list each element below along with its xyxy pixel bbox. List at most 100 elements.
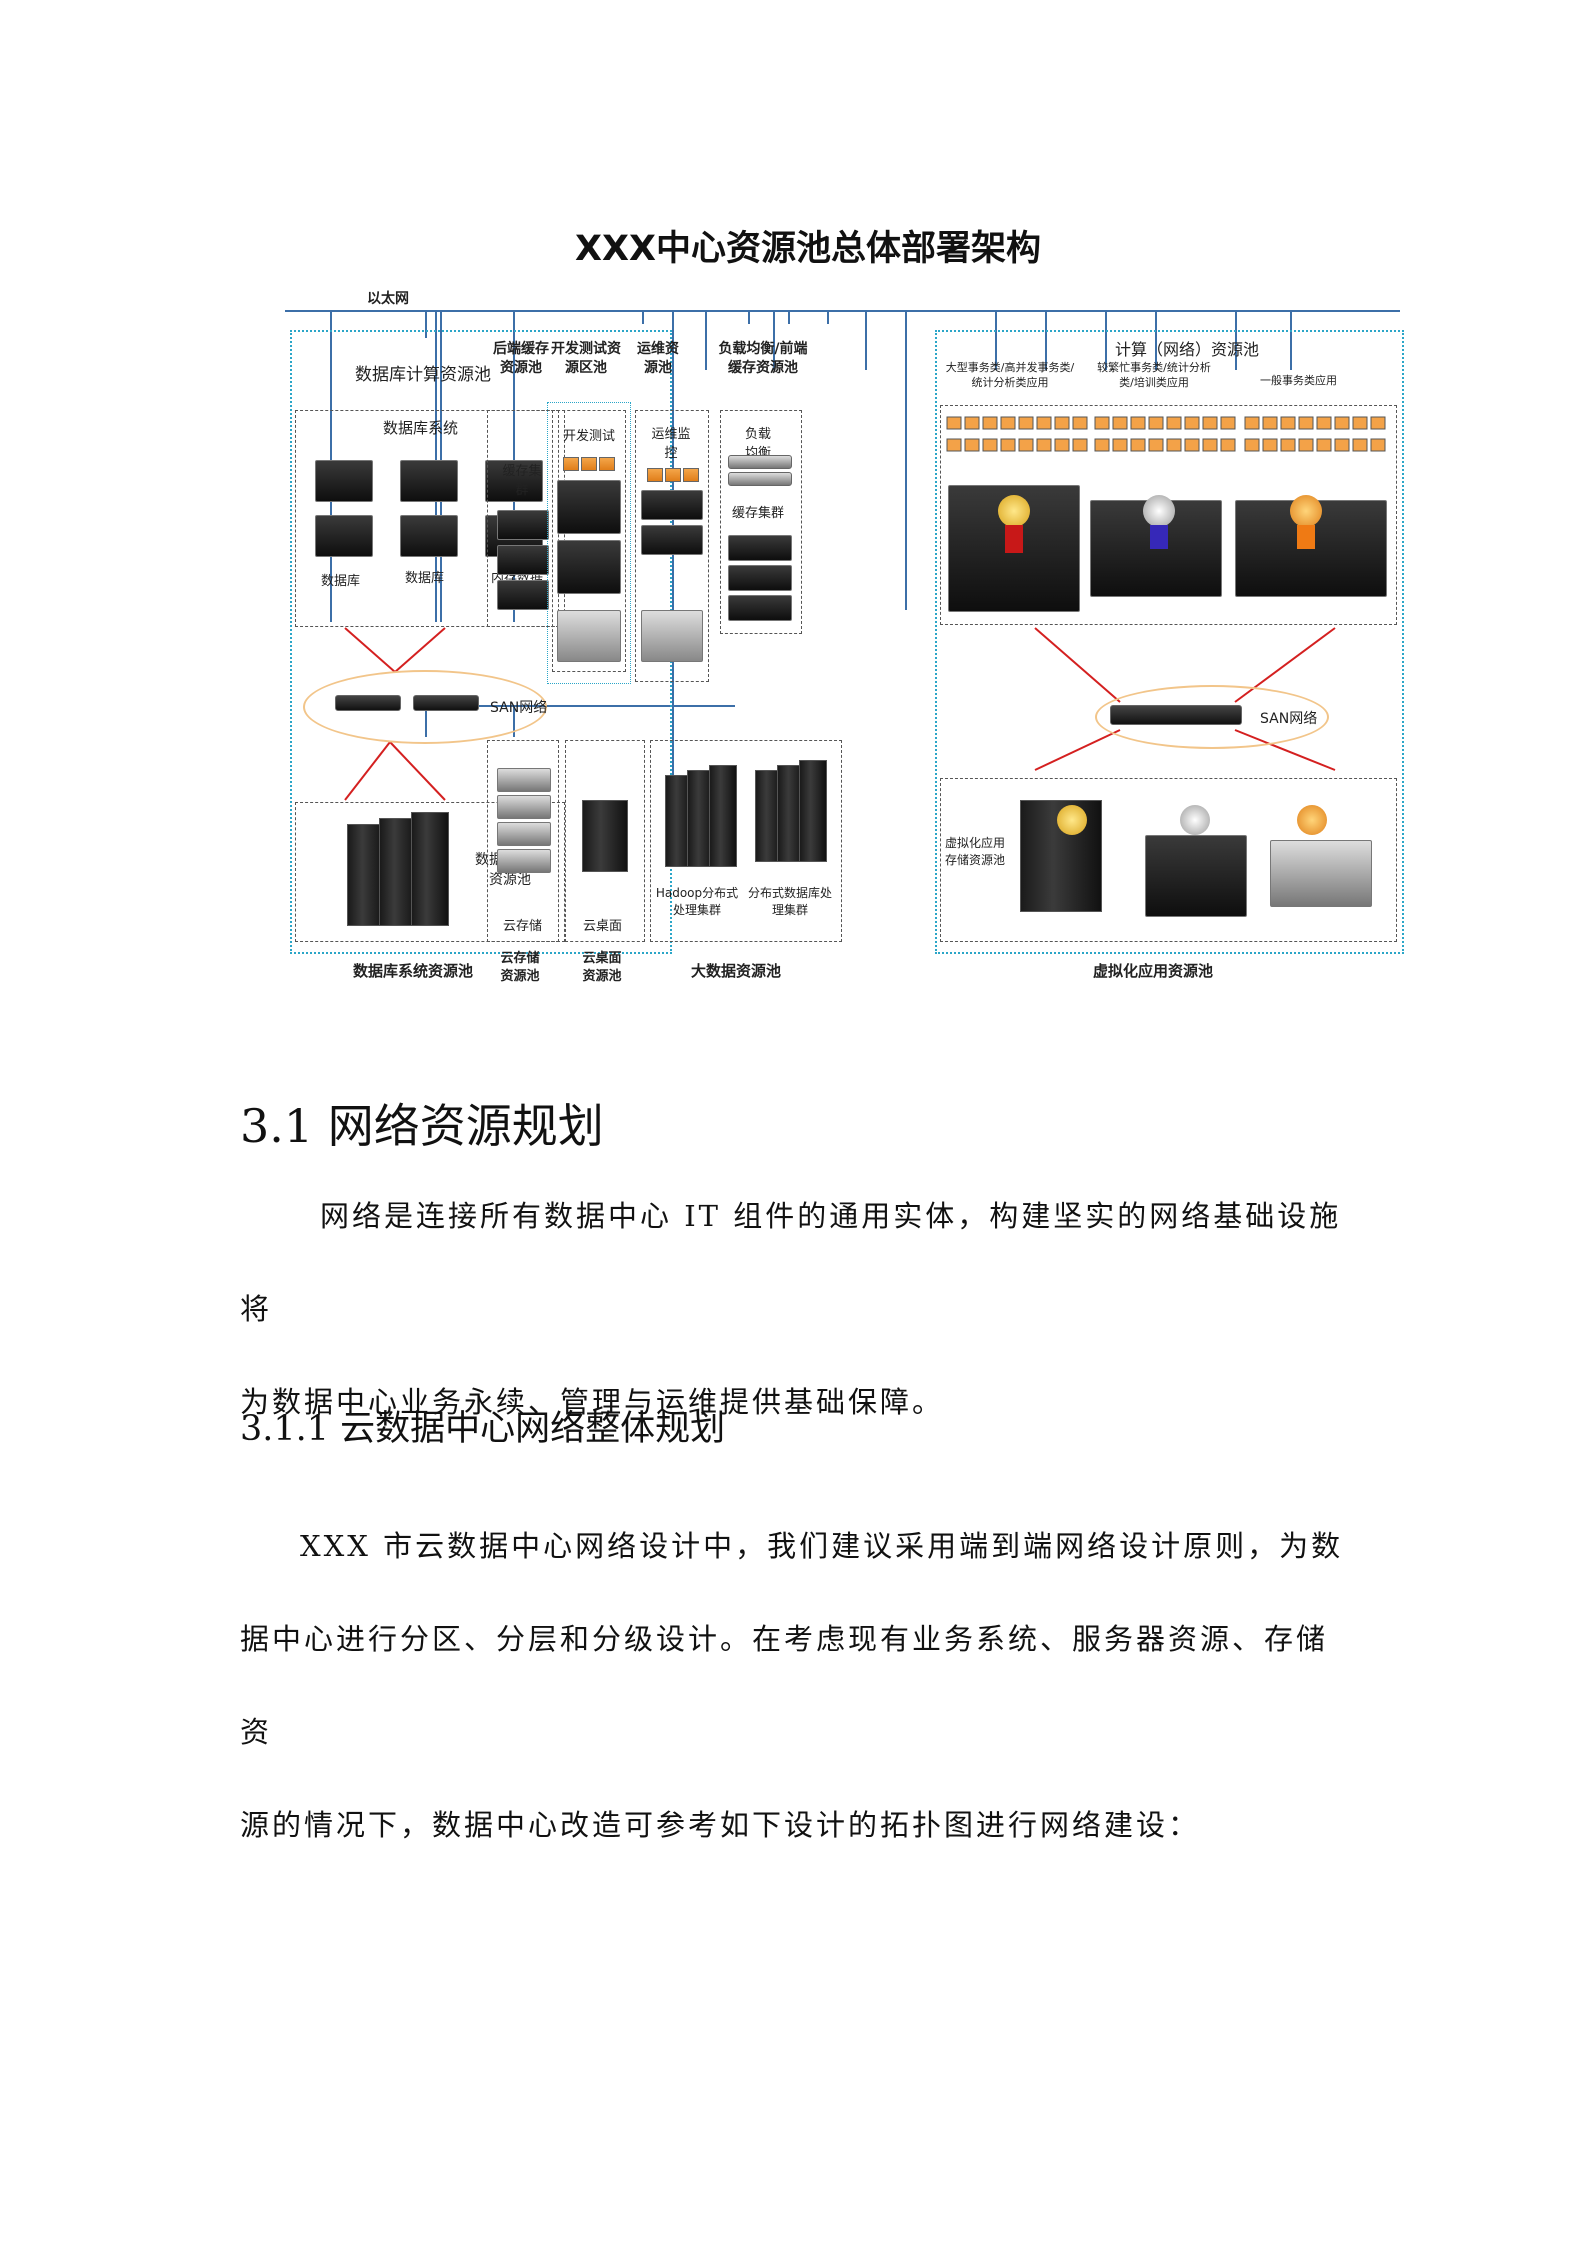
bigdata-right-label: 分布式数据库处理集群 (747, 886, 832, 917)
cache-pool-inner: 缓存集群 (502, 464, 542, 498)
cloud-storage-unit (497, 795, 551, 819)
san-switch (1110, 705, 1242, 725)
lb-switch (728, 455, 792, 469)
compute-pool (935, 330, 1404, 954)
bigdata-left-label: Hadoop分布式处理集群 (655, 886, 739, 917)
ethernet-drop (905, 310, 907, 610)
lb-server (728, 595, 792, 621)
devtest-header: 开发测试资源区池 (551, 341, 621, 376)
section-paragraph: 网络是连接所有数据中心 IT 组件的通用实体，构建坚实的网络基础设施将 为数据中… (240, 1170, 1350, 1449)
cloud-storage-unit (497, 822, 551, 846)
db-server (400, 460, 458, 502)
blue-ribbon-icon (1150, 525, 1168, 549)
gold-medal-icon (998, 495, 1030, 527)
silver-medal-icon (1180, 805, 1210, 835)
ethernet-drop (1105, 310, 1107, 370)
ethernet-drop (642, 310, 644, 324)
compute-pool-footer: 虚拟化应用资源池 (1093, 962, 1214, 980)
cache-server (497, 510, 549, 540)
monitor (647, 468, 663, 482)
db-server (315, 460, 373, 502)
subsection-line-1: XXX 市云数据中心网络设计中，我们建议采用端到端网络设计原则，为数 (300, 1529, 1344, 1563)
db-system-label: 数据库系统 (383, 419, 459, 437)
red-ribbon-icon (1005, 525, 1023, 553)
bigdata-footer: 大数据资源池 (691, 962, 782, 980)
ethernet-drop (995, 310, 997, 370)
san-switch (335, 695, 401, 711)
lb-server (728, 565, 792, 591)
cloud-storage-footer: 云存储资源池 (500, 951, 540, 984)
subsection-line-3: 源的情况下，数据中心改造可参考如下设计的拓扑图进行网络建设： (240, 1808, 1201, 1842)
cloud-desktop-footer: 云桌面资源池 (582, 951, 622, 984)
compute-box (940, 405, 1397, 625)
db-pool-footer: 数据库系统资源池 (353, 962, 474, 980)
devtest-inner: 开发测试 (563, 429, 616, 444)
san-switch (413, 695, 479, 711)
cache-server (497, 545, 549, 575)
subsection-line-2: 据中心进行分区、分层和分级设计。在考虑现有业务系统、服务器资源、存储资 (240, 1622, 1329, 1749)
lb-server (728, 535, 792, 561)
figure-title: XXX中心资源池总体部署架构 (575, 229, 1041, 269)
ops-box (635, 410, 709, 682)
ethernet-drop (1045, 310, 1047, 370)
monitor (665, 468, 681, 482)
ethernet-label: 以太网 (367, 291, 409, 307)
virt-storage-array (1145, 835, 1247, 917)
cache-server (497, 580, 549, 610)
cloud-storage-box (487, 740, 559, 942)
compute-cat-3: 一般事务类应用 (1260, 374, 1337, 387)
compute-pool-label: 计算（网络）资源池 (1115, 340, 1260, 359)
monitor (683, 468, 699, 482)
compute-cat-1: 大型事务类/高并发事务类/统计分析类应用 (945, 361, 1075, 389)
ethernet-drop (1290, 310, 1292, 370)
db-pool-label: 数据库计算资源池 (355, 365, 491, 385)
db-server (315, 515, 373, 557)
db-links (344, 627, 446, 801)
ethernet-drop (425, 310, 427, 338)
section-line-1: 网络是连接所有数据中心 IT 组件的通用实体，构建坚实的网络基础设施将 (240, 1199, 1342, 1326)
ethernet-drop (773, 310, 775, 370)
monitor (599, 457, 615, 471)
virt-storage-box (940, 778, 1397, 942)
db-server (400, 515, 458, 557)
ethernet-drop (672, 310, 674, 822)
distdb-rack (799, 760, 827, 862)
db-server-label: 数据库 (321, 574, 361, 589)
san-ellipse (303, 670, 547, 744)
ops-server (641, 490, 703, 520)
bus-branch (425, 705, 735, 707)
ops-inner: 运维监控 (651, 427, 691, 461)
devtest-server (557, 480, 621, 534)
db-server-label: 数据库 (405, 571, 445, 586)
cloud-desktop-inner: 云桌面 (583, 919, 623, 934)
san-label: SAN网络 (490, 700, 548, 716)
cache-pool-header: 后端缓存资源池 (493, 341, 549, 376)
subsection-heading: 3.1.1 云数据中心网络整体规划 (240, 1409, 726, 1449)
virt-storage-array (1270, 840, 1372, 907)
orange-ribbon-icon (1297, 525, 1315, 549)
compute-san-label: SAN网络 (1260, 711, 1318, 727)
virt-storage-label: 虚拟化应用存储资源池 (945, 836, 1006, 867)
db-storage-box (295, 802, 565, 942)
compute-monitors (946, 416, 1386, 452)
ethernet-drop (1155, 310, 1157, 370)
cloud-storage-unit (497, 849, 551, 873)
devtest-pool (547, 402, 631, 684)
section-heading: 3.1 网络资源规划 (240, 1099, 604, 1153)
lb-inner-2: 缓存集群 (732, 506, 785, 521)
bronze-medal-icon (1297, 805, 1327, 835)
ops-server (641, 525, 703, 555)
bronze-medal-icon (1290, 495, 1322, 527)
silver-medal-icon (1143, 495, 1175, 527)
lb-switch (728, 472, 792, 486)
lb-box (720, 410, 802, 634)
monitor (581, 457, 597, 471)
devtest-server (557, 540, 621, 594)
ethernet-drop (748, 310, 750, 324)
storage-rack (411, 812, 449, 926)
cloud-desktop-box (565, 740, 645, 942)
ops-header: 运维资源池 (637, 341, 679, 376)
subsection-paragraph: XXX 市云数据中心网络设计中，我们建议采用端到端网络设计原则，为数 据中心进行… (240, 1500, 1350, 1872)
ethernet-drop (788, 310, 790, 324)
cloud-storage-unit (497, 768, 551, 792)
